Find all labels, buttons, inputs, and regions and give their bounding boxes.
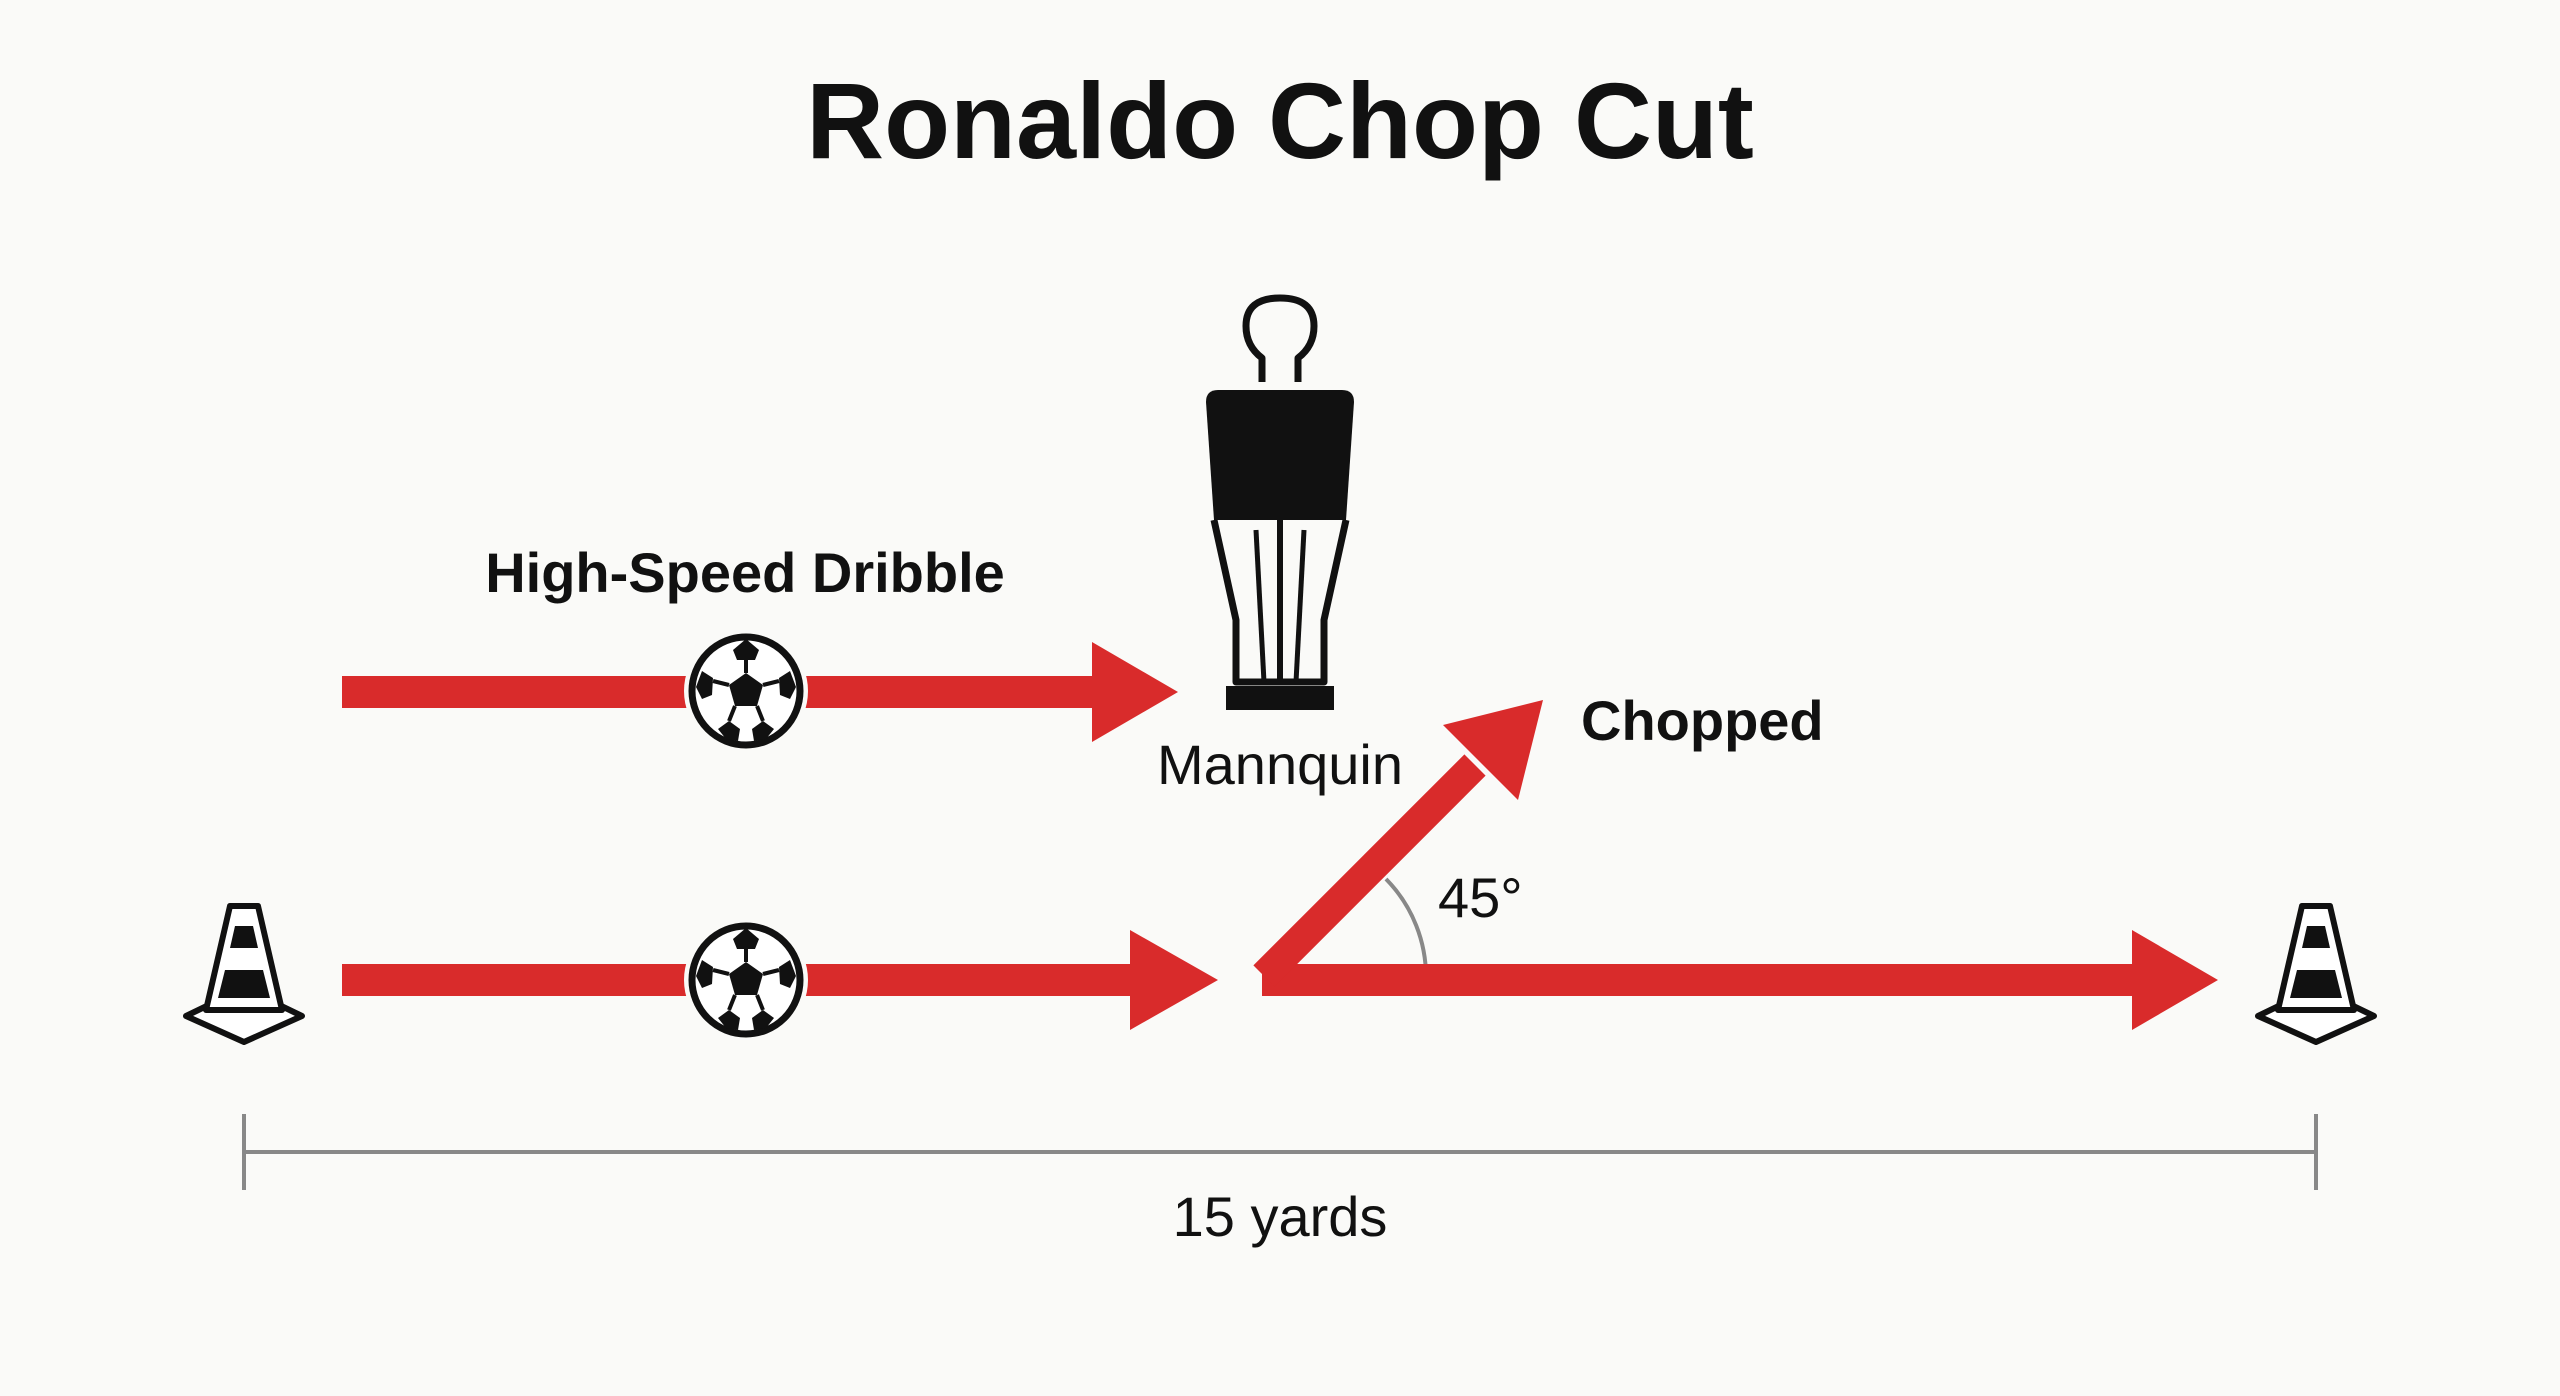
traffic-cone-icon [2258, 906, 2374, 1042]
soccer-ball-icon [684, 629, 808, 753]
page-title: Ronaldo Chop Cut [806, 60, 1754, 181]
mannequin-label: Mannquin [1157, 733, 1403, 796]
distance-measure-line [242, 1114, 2318, 1190]
traffic-cone-icon [186, 906, 302, 1042]
chopped-label: Chopped [1581, 689, 1824, 752]
soccer-ball-icon [684, 918, 808, 1042]
straight-path-arrow [1262, 930, 2218, 1030]
distance-label: 15 yards [1173, 1185, 1388, 1248]
chopped-arrow [1253, 700, 1543, 987]
training-mannequin-icon [1206, 294, 1354, 710]
dribble-label: High-Speed Dribble [485, 541, 1005, 604]
angle-label: 45° [1438, 866, 1523, 929]
